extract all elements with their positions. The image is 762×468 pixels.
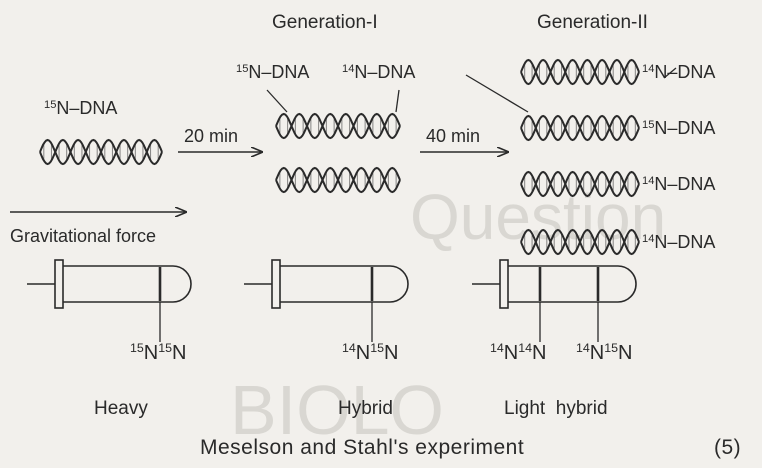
parent-dna-label: 15N–DNA <box>44 98 118 118</box>
centrifuge-tube-heavy <box>27 259 192 342</box>
gen2-label-2: 15N–DNA <box>642 118 716 138</box>
gen2-dna-helix-4 <box>520 228 640 256</box>
tube1-band-label: 15N15N <box>130 341 187 364</box>
gen2-label-1: 14N–DNA <box>642 62 716 82</box>
centrifuge-tube-hybrid <box>244 259 409 342</box>
gravitational-force-label: Gravitational force <box>10 226 157 246</box>
gen1-label-14n: 14N–DNA <box>342 62 416 82</box>
generation-2-heading: Generation-II <box>537 12 648 33</box>
centrifuge-tube-light-hybrid <box>472 259 637 342</box>
tube3-caption: Light hybrid <box>504 398 608 419</box>
leader-15n <box>266 89 288 113</box>
tube1-caption: Heavy <box>94 398 148 419</box>
arrow-label-20min: 20 min <box>184 126 239 146</box>
gen1-dna-helix-1 <box>275 112 401 140</box>
figure-caption: Meselson and Stahl's experiment <box>200 436 525 459</box>
parent-dna-helix <box>39 138 163 166</box>
watermark: BIOLO <box>230 371 444 449</box>
tube3-band-label-light: 14N14N <box>490 341 547 364</box>
gen1-label-15n: 15N–DNA <box>236 62 310 82</box>
gen1-dna-helix-2 <box>275 166 401 194</box>
gen2-dna-helix-2 <box>520 114 640 142</box>
tube2-caption: Hybrid <box>338 398 393 419</box>
figure-number: (5) <box>714 436 742 459</box>
leader-gen2-top <box>663 67 677 79</box>
gen2-label-3: 14N–DNA <box>642 174 716 194</box>
gen2-label-4: 14N–DNA <box>642 232 716 252</box>
leader-14n <box>395 89 400 113</box>
gen2-dna-helix-1 <box>520 58 640 86</box>
tube3-band-label-hybrid: 14N15N <box>576 341 633 364</box>
gen2-dna-helix-3 <box>520 170 640 198</box>
generation-1-heading: Generation-I <box>272 12 378 33</box>
leader-gen2 <box>465 74 529 113</box>
arrow-label-40min: 40 min <box>426 126 481 146</box>
tube2-band-label: 14N15N <box>342 341 399 364</box>
